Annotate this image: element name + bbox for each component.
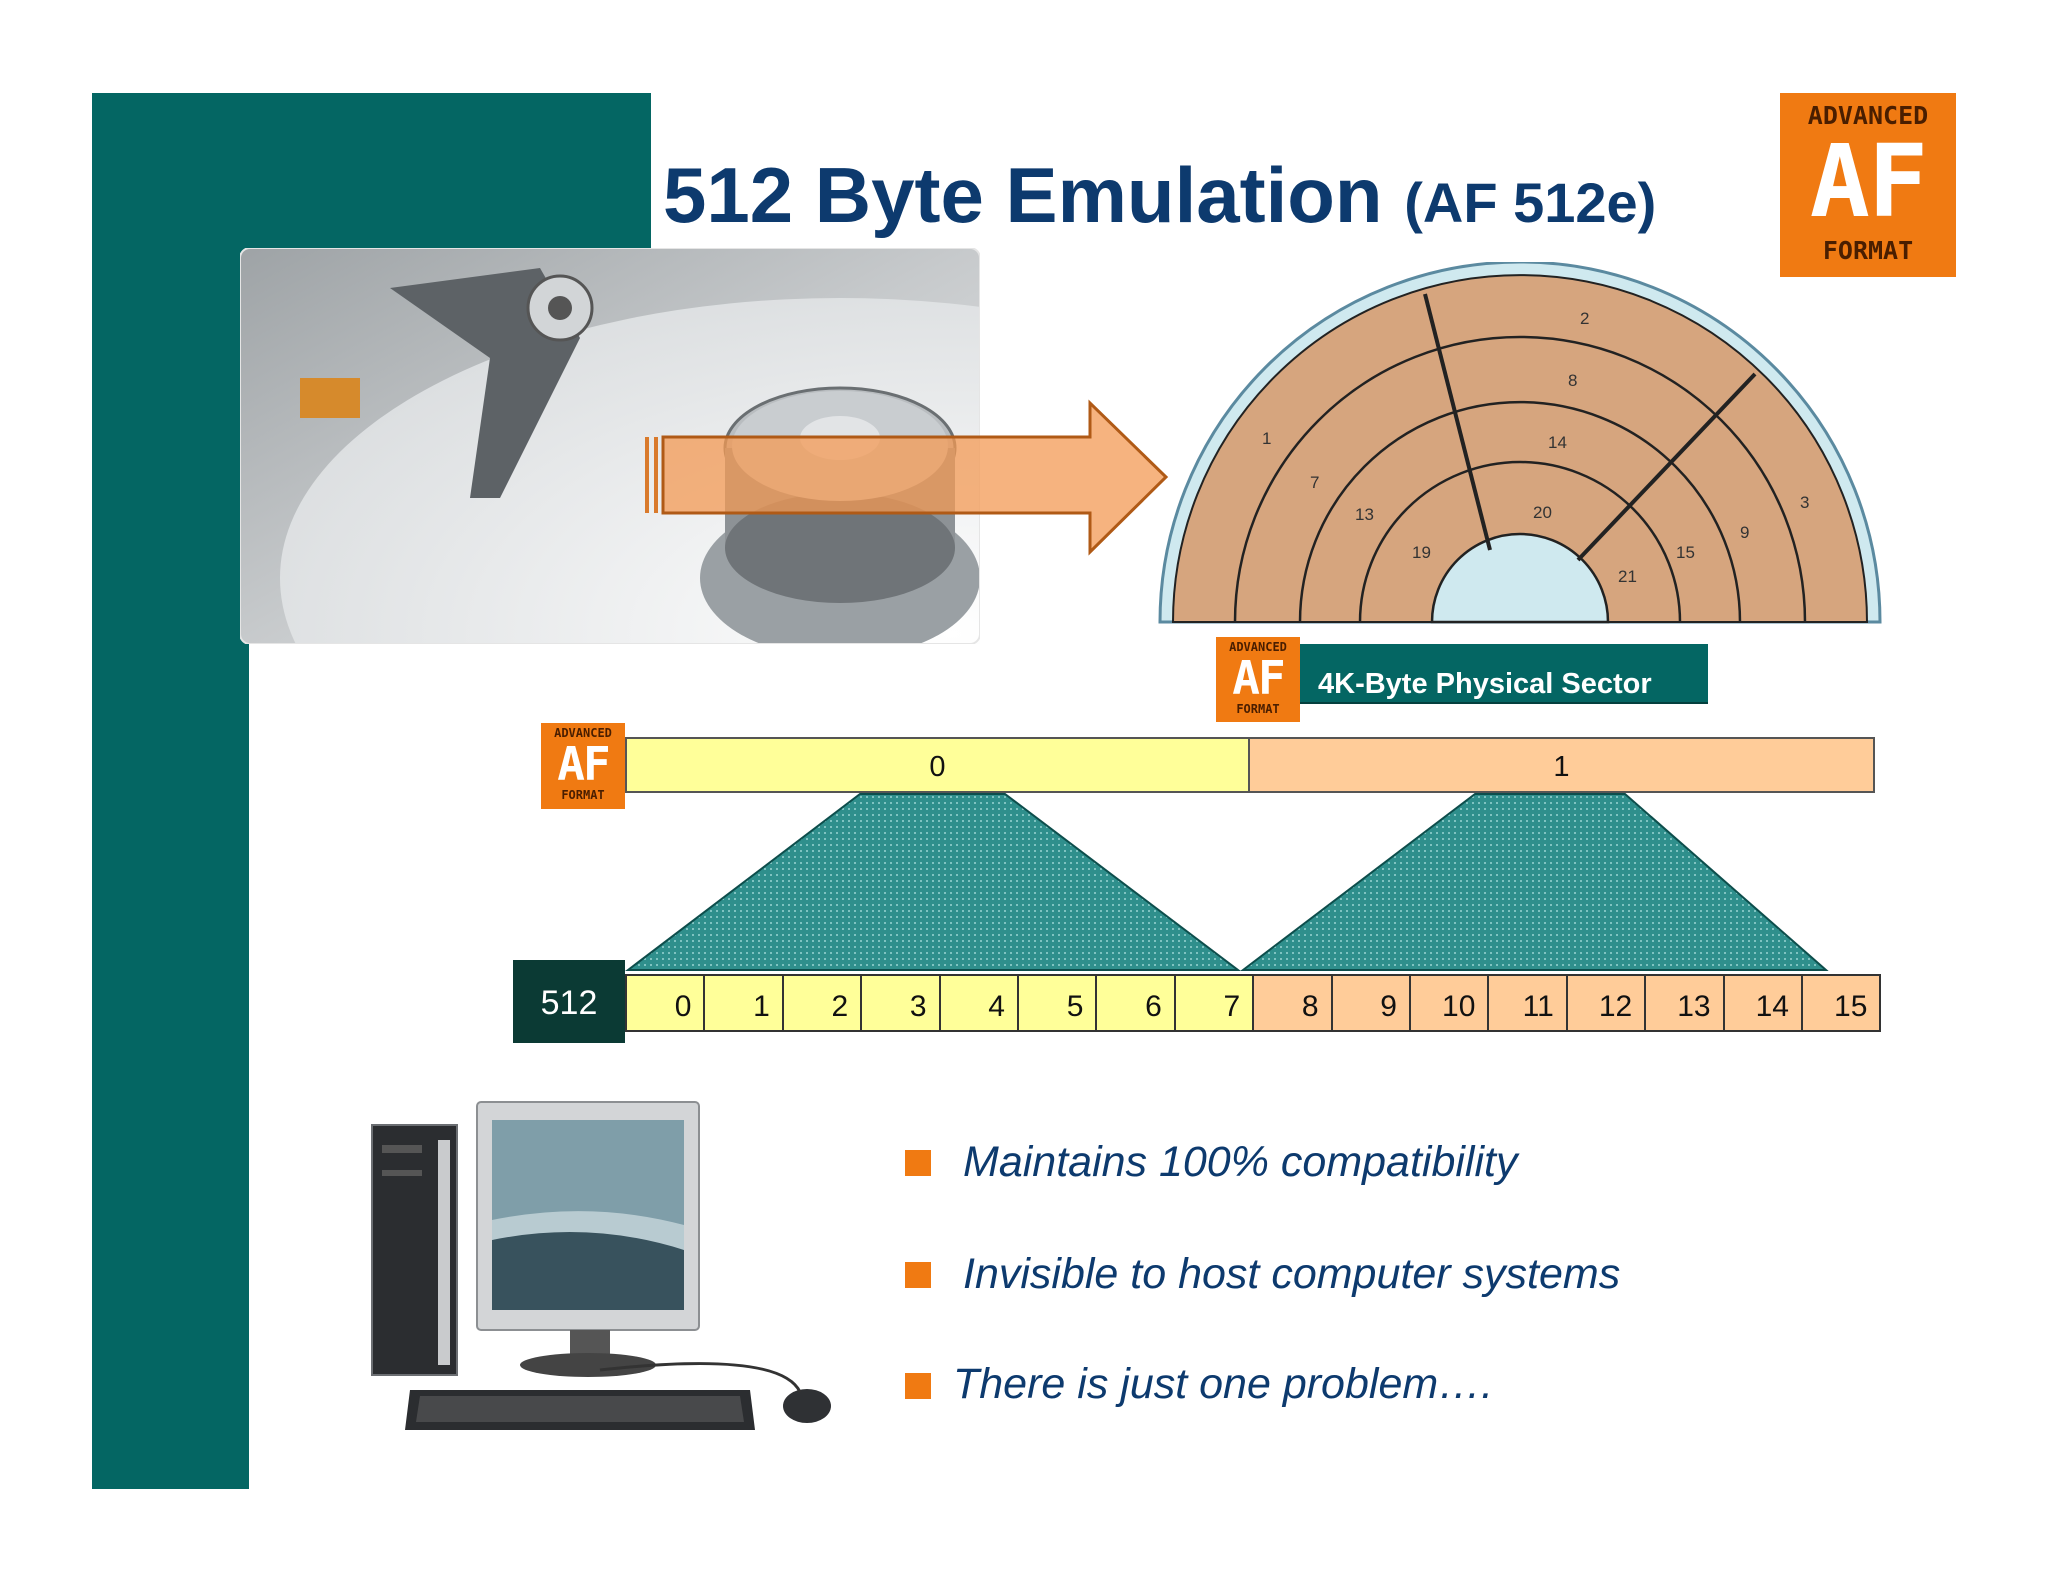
- desktop-computer-image: [371, 1101, 831, 1430]
- title-main: 512 Byte Emulation: [663, 151, 1383, 239]
- physical-sector-banner: [1300, 644, 1708, 704]
- logical-sector-cell: 0: [625, 974, 706, 1032]
- sector-number: 19: [1412, 543, 1431, 562]
- sector-mapping: [625, 793, 1829, 971]
- logical-sector-size-label: 512: [513, 960, 625, 1043]
- mapping-trapezoid: [1240, 793, 1829, 971]
- arrow-right-icon: [645, 399, 1169, 556]
- title-sub: (AF 512e): [1404, 171, 1657, 234]
- logical-sector-cell: 9: [1330, 974, 1411, 1032]
- bullet-text: There is just one problem….: [953, 1360, 1494, 1408]
- advanced-format-logo-small: ADVANCED AF FORMAT: [1216, 637, 1300, 722]
- bullet-marker: [905, 1262, 931, 1288]
- sector-number: 21: [1618, 567, 1637, 586]
- teal-top-band: [92, 93, 651, 248]
- logical-sector-cell: 8: [1252, 974, 1333, 1032]
- logical-sector-cell: 5: [1017, 974, 1098, 1032]
- mapping-trapezoid: [625, 793, 1241, 971]
- sector-number: 1: [1262, 429, 1271, 448]
- logical-sector-cell: 13: [1644, 974, 1725, 1032]
- sector-number: 15: [1676, 543, 1695, 562]
- sector-number: 7: [1310, 473, 1319, 492]
- logical-sector-cell: 11: [1487, 974, 1568, 1032]
- logical-sector-cell: 6: [1095, 974, 1176, 1032]
- logical-sector-cell: 12: [1565, 974, 1647, 1032]
- logical-sector-cell: 1: [703, 974, 784, 1032]
- logical-sector-cell: 4: [938, 974, 1019, 1032]
- physical-sector: 0: [625, 737, 1250, 793]
- page-title: 512 Byte Emulation (AF 512e): [663, 150, 1656, 241]
- physical-sector-label: 4K-Byte Physical Sector: [1318, 668, 1652, 700]
- sector-number: 3: [1800, 493, 1809, 512]
- sector-number: 20: [1533, 503, 1552, 522]
- logical-sector-cell: 3: [860, 974, 941, 1032]
- physical-sector: 1: [1248, 737, 1875, 793]
- platter-diagram: 1 2 3 7 8 9 13 14 15 19 20 21: [1158, 262, 1882, 624]
- logical-sector-cell: 7: [1173, 974, 1255, 1032]
- bullet-marker: [905, 1373, 931, 1399]
- advanced-format-logo-small: ADVANCED AF FORMAT: [541, 723, 625, 809]
- bullet-text: Invisible to host computer systems: [963, 1250, 1621, 1298]
- logical-sector-cell: 15: [1801, 974, 1882, 1032]
- sector-number: 8: [1568, 371, 1577, 390]
- bullet-marker: [905, 1150, 931, 1176]
- bullet-text: Maintains 100% compatibility: [963, 1138, 1518, 1186]
- sector-number: 2: [1580, 309, 1589, 328]
- sector-number: 14: [1548, 433, 1567, 452]
- logical-sector-cell: 2: [781, 974, 863, 1032]
- sector-number: 13: [1355, 505, 1374, 524]
- advanced-format-logo: ADVANCED AF FORMAT: [1780, 93, 1956, 277]
- sector-number: 9: [1740, 523, 1749, 542]
- teal-side-band: [92, 93, 249, 1489]
- logical-sector-cell: 10: [1409, 974, 1490, 1032]
- logical-sector-cell: 14: [1722, 974, 1803, 1032]
